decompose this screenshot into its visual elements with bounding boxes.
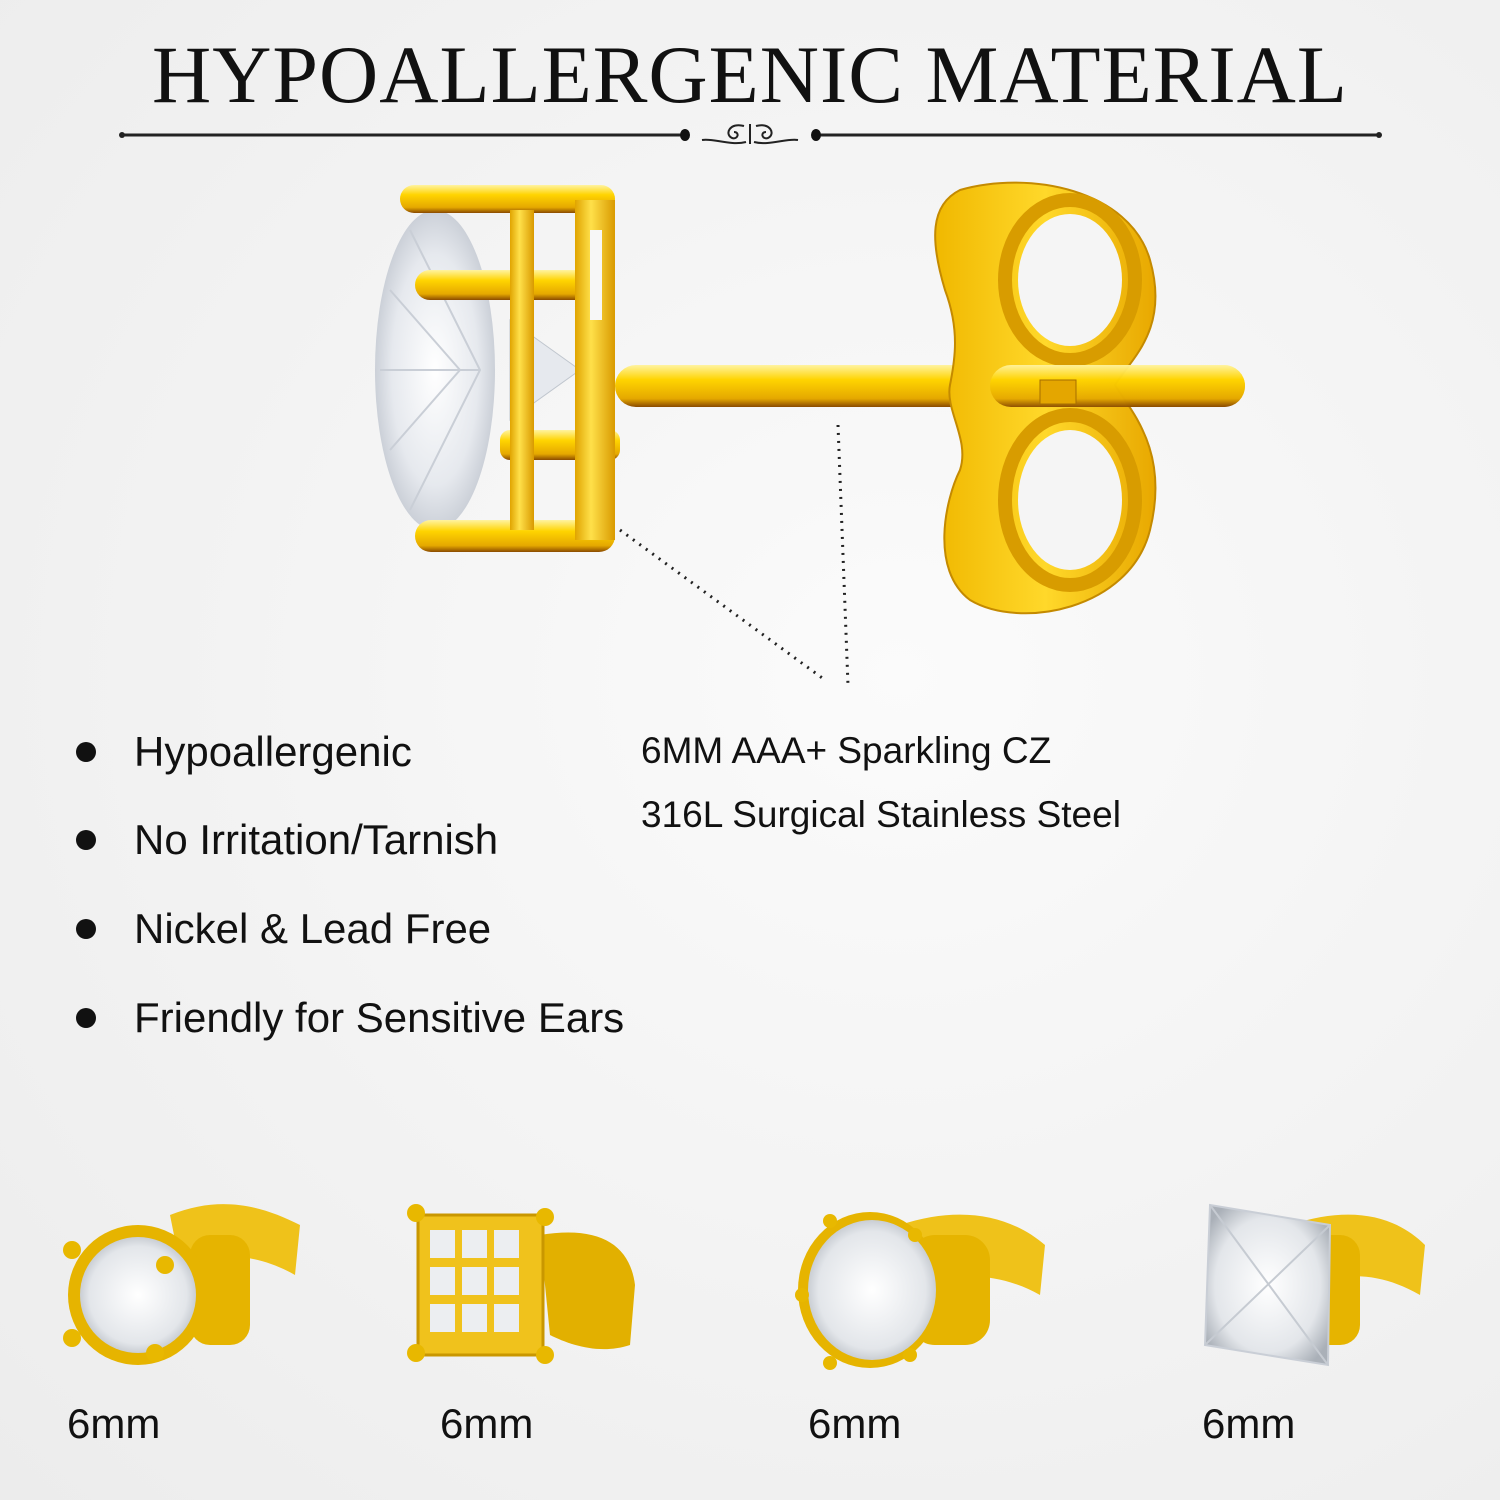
bullet-dot-icon [76, 1008, 96, 1028]
bullet-dot-icon [76, 830, 96, 850]
variant-round-4-prong-image [63, 1204, 300, 1365]
flourish-divider-icon [119, 124, 1382, 145]
bullet-dot-icon [76, 742, 96, 762]
variant-square-pave-image [407, 1204, 635, 1364]
spec-callouts: 6MM AAA+ Sparkling CZ 316L Surgical Stai… [641, 728, 1121, 856]
callout-stone: 6MM AAA+ Sparkling CZ [641, 730, 1052, 771]
feature-item-no-irritation: No Irritation/Tarnish [76, 810, 498, 870]
variant-size-label: 6mm [1202, 1400, 1296, 1447]
variant-princess-square-image [1203, 1203, 1425, 1367]
variant-size-label: 6mm [440, 1400, 534, 1447]
feature-item-hypoallergenic: Hypoallergenic [76, 722, 412, 782]
feature-label: Nickel & Lead Free [134, 905, 492, 952]
page-title: HYPOALLERGENIC MATERIAL [152, 29, 1348, 120]
feature-item-nickel-lead-free: Nickel & Lead Free [76, 899, 491, 959]
variant-size-label: 6mm [67, 1400, 161, 1447]
feature-label: Friendly for Sensitive Ears [134, 994, 625, 1041]
earring-side-view-image [375, 181, 1245, 686]
variant-round-6-prong-image [795, 1212, 1045, 1370]
callout-material: 316L Surgical Stainless Steel [641, 794, 1121, 835]
feature-label: Hypoallergenic [134, 728, 412, 775]
bullet-dot-icon [76, 919, 96, 939]
feature-item-sensitive-ears: Friendly for Sensitive Ears [76, 988, 624, 1048]
variant-size-label: 6mm [808, 1400, 902, 1447]
feature-label: No Irritation/Tarnish [134, 816, 499, 863]
